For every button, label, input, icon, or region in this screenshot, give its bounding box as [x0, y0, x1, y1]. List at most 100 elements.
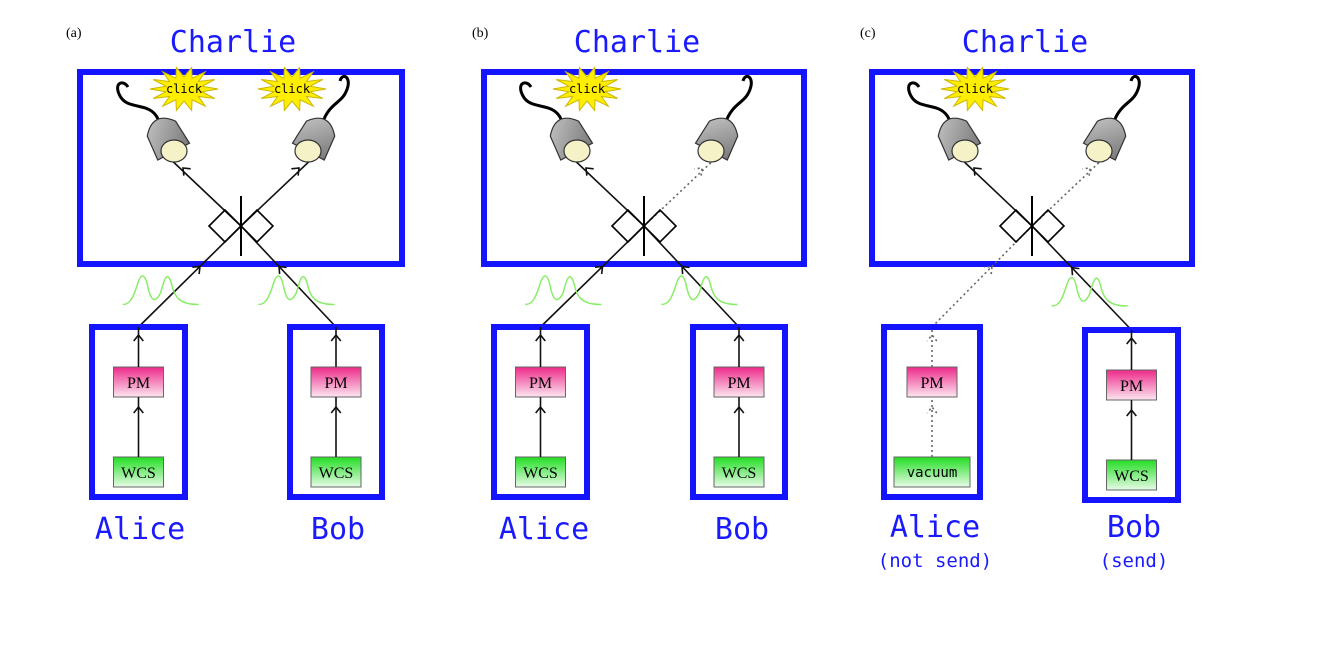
detector-left-face: [951, 139, 979, 163]
beam-splitter-left-prism: [610, 208, 646, 244]
bob-pulse: [661, 275, 738, 306]
detector-left-wire: [519, 81, 563, 120]
bob-pm-label: PM: [1120, 378, 1143, 395]
detector-left-face: [563, 139, 591, 163]
alice-channel-arrow: [594, 265, 604, 275]
detector-right-face: [294, 139, 322, 163]
beam-splitter-left-prism: [998, 208, 1034, 244]
detector-right-wire: [1113, 74, 1141, 120]
alice-phase-modulator: [906, 366, 958, 398]
bob-arrow-output: [330, 333, 342, 342]
beam-splitter-right-prism: [1030, 208, 1066, 244]
detector-right-body: [291, 117, 336, 161]
alice-arrow-source: [133, 405, 144, 414]
bob-channel-arrow: [1070, 266, 1080, 276]
click-burst-left: [940, 66, 1010, 112]
bob-sublabel: (send): [1100, 550, 1169, 572]
bob-arrow-output: [733, 333, 745, 342]
beam-splitter-left-prism: [207, 208, 243, 244]
bob-channel-arrow: [681, 265, 690, 275]
alice-wcs-source: [113, 456, 164, 488]
alice-vacuum-source: [893, 456, 971, 488]
alice-box: [881, 324, 983, 500]
click-burst-right: [257, 66, 327, 112]
detector-left-body: [146, 117, 191, 161]
bob-channel: [1031, 225, 1133, 331]
detector-right-wire: [725, 74, 753, 120]
bob-arrow-source: [1126, 408, 1137, 417]
alice-pm-label: PM: [920, 375, 943, 392]
click-label-left: click: [166, 82, 203, 96]
output-right-beam: [643, 154, 720, 227]
detector-right-body: [1082, 117, 1127, 161]
click-burst-left: [552, 66, 622, 112]
alice-station: WCS PM Alice: [491, 324, 590, 547]
bob-source-label: WCS: [319, 465, 354, 482]
bob-label: Bob: [715, 512, 769, 547]
bob-wcs-source: [1106, 459, 1157, 491]
bob-label: Bob: [311, 512, 365, 547]
alice-channel: [137, 225, 242, 328]
detector-left-body: [937, 117, 982, 161]
beam-splitter-right-prism: [642, 208, 678, 244]
bob-pulse: [258, 275, 335, 306]
alice-pm-label: PM: [529, 375, 552, 392]
detector-right-face: [1085, 139, 1113, 163]
click-label-left: click: [957, 82, 994, 96]
bob-pulse: [1051, 276, 1128, 307]
detector-right: [1082, 74, 1141, 163]
detector-left: click: [907, 66, 1010, 163]
output-left-arrow: [182, 167, 191, 176]
detector-left: click: [116, 66, 219, 163]
click-label-left: click: [569, 82, 606, 96]
bob-station: WCS PM Bob: [287, 324, 385, 547]
bob-wcs-source: [310, 456, 362, 488]
beam-splitter: [998, 196, 1066, 256]
beam-splitter: [610, 196, 678, 256]
detector-left-wire: [907, 81, 951, 120]
bob-source-label: WCS: [1114, 468, 1149, 485]
beam-splitter-right-prism: [239, 208, 275, 244]
bob-pm-label: PM: [727, 375, 750, 392]
alice-pulse: [122, 275, 199, 306]
detector-right-face: [697, 139, 725, 163]
bob-pm-label: PM: [324, 375, 347, 392]
detector-right: click: [257, 66, 350, 163]
charlie-box: [869, 69, 1195, 267]
output-left-arrow: [585, 167, 594, 176]
charlie-label: Charlie: [574, 25, 700, 60]
alice-channel-arrow: [192, 265, 201, 275]
panel-label: (c): [860, 26, 876, 41]
detector-right-body: [694, 117, 739, 161]
bob-wcs-source: [713, 456, 765, 488]
detector-right: [694, 74, 753, 163]
bob-arrow-source: [733, 405, 745, 414]
beam-splitter: [207, 196, 275, 256]
alice-label: Alice: [499, 512, 589, 547]
alice-source-label: WCS: [523, 465, 558, 482]
alice-arrow-output: [535, 333, 546, 342]
alice-channel: [931, 225, 1033, 328]
charlie-box: [77, 69, 405, 267]
detector-left-wire: [116, 81, 160, 120]
alice-channel: [539, 225, 645, 328]
detector-left-face: [160, 139, 188, 163]
charlie-label: Charlie: [962, 25, 1088, 60]
output-right-arrow: [291, 167, 300, 176]
alice-wcs-source: [515, 456, 566, 488]
detector-left: click: [519, 66, 622, 163]
output-right-beam: [1031, 154, 1108, 227]
panel-label: (b): [472, 26, 489, 41]
bob-arrow-output: [1126, 336, 1137, 345]
alice-arrow-output: [133, 333, 144, 342]
alice-sublabel: (not send): [878, 550, 992, 572]
click-label-right: click: [274, 82, 311, 96]
